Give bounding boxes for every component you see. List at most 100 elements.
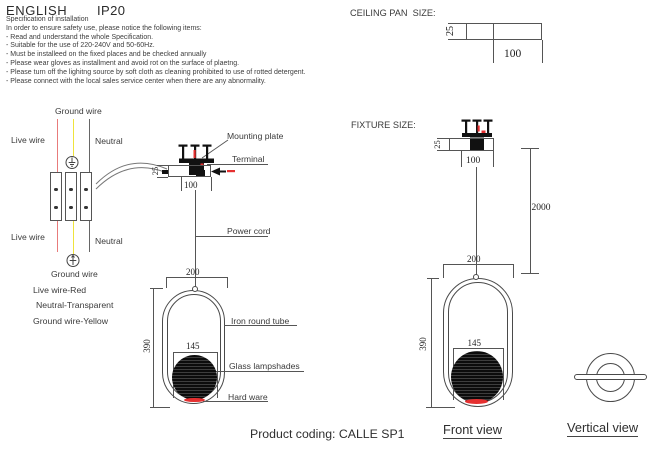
dim-line: [452, 348, 503, 349]
dim-ring-width: 200: [467, 253, 481, 264]
red-wire-mark: [481, 130, 486, 133]
dim-ring-height: 390: [418, 337, 428, 351]
vertical-view-ring-edge: [574, 374, 647, 380]
terminal-screw-dot: [69, 187, 73, 191]
hardware-red-cap: [464, 398, 488, 404]
pan-clip: [161, 169, 168, 174]
dim-ext-line: [437, 150, 449, 152]
neutral-top-label: Neutral: [95, 136, 123, 146]
terminal-screw-dot: [84, 187, 88, 191]
terminal-leader-line: [207, 163, 268, 165]
dim-pan-height: 25: [150, 166, 160, 176]
terminal-screw-dot: [54, 187, 58, 191]
hardware-red-cap: [183, 397, 205, 402]
ceiling-pan-drawing: [466, 22, 542, 40]
fixture-pan-side-view: [449, 138, 494, 151]
terminal-label: Terminal: [232, 154, 265, 164]
power-cord-label: Power cord: [227, 226, 271, 236]
cord-connector: [473, 274, 479, 280]
terminal-screw-dot: [69, 205, 73, 209]
glass-lampshades-label: Glass lampshades: [229, 360, 300, 371]
dim-pan-width: 100: [504, 48, 522, 60]
spec-item: - Must be installeed on the fixed places…: [6, 51, 207, 59]
dim-line: [173, 352, 218, 353]
live-wire-bottom-label: Live wire: [11, 232, 45, 242]
dim-ext-line: [427, 278, 439, 279]
ip-rating: IP20: [97, 3, 126, 18]
mounting-plate-label: Mounting plate: [227, 131, 284, 141]
screw-icon: [190, 144, 200, 147]
front-view-caption: Front view: [443, 422, 503, 439]
hard-ware-label: Hard ware: [228, 391, 268, 402]
spec-item: - Please turn off the lighitng source by…: [6, 68, 306, 76]
dim-line: [430, 278, 432, 407]
earth-ground-icon: [65, 155, 79, 170]
spec-intro: In order to ensure safety use, please no…: [6, 24, 202, 32]
cord-connector: [191, 286, 198, 292]
neutral-wire-line-bottom: [88, 221, 90, 252]
dim-ext-line: [210, 177, 212, 191]
dim-pan-width: 100: [184, 180, 198, 190]
spec-item: - Please connect with the local sales se…: [6, 77, 266, 85]
legend-ground: Ground wire-Yellow: [33, 315, 109, 326]
dim-ext-line: [150, 406, 170, 408]
dim-shade-width: 145: [186, 341, 200, 351]
dim-ext-line: [448, 22, 466, 24]
neutral-wire-line-top: [88, 119, 90, 172]
dim-ext-line: [157, 165, 168, 166]
live-wire-line-top: [56, 119, 58, 172]
dim-ext-line: [181, 177, 182, 191]
dim-line: [166, 276, 228, 278]
dim-ext-line: [227, 276, 228, 288]
ground-wire-bottom-label: Ground wire: [51, 269, 98, 279]
legend-neutral: Neutral-Transparent: [36, 300, 114, 311]
spec-item: - Read and understand the whole Specific…: [6, 33, 154, 41]
legend-live: Live wire-Red: [33, 285, 87, 295]
ground-wire-line-top: [72, 119, 74, 156]
wire-color-legend: Live wire-Red Neutral-Transparent Ground…: [33, 283, 113, 329]
red-wire-mark: [477, 125, 480, 132]
live-wire-line-bottom: [56, 221, 58, 252]
dim-tick: [521, 148, 539, 149]
power-cord-leader-line: [195, 236, 268, 237]
spec-text-block: Specification of installation In order t…: [6, 16, 351, 86]
dim-line: [153, 288, 154, 407]
product-coding: Product coding: CALLE SP1: [250, 427, 405, 441]
power-cord-line: [194, 190, 196, 290]
iron-tube-leader-line: [224, 325, 297, 326]
terminal-block-cell: [80, 172, 92, 221]
dim-ext-line: [502, 348, 504, 400]
terminal-screw-dot: [54, 205, 58, 209]
dim-ext-line: [426, 406, 455, 408]
vertical-view-caption: Vertical view: [567, 420, 639, 437]
dim-line: [529, 148, 531, 273]
ceiling-pan-size-title: CEILING PAN SIZE:: [350, 8, 436, 18]
dim-ring-height: 390: [142, 339, 152, 353]
live-wire-top-label: Live wire: [11, 135, 45, 145]
dim-pan-height: 25: [444, 26, 456, 36]
dim-tick: [521, 272, 539, 274]
fixture-size-title: FIXTURE SIZE:: [351, 120, 416, 130]
dim-line: [443, 264, 513, 265]
dim-pan-height: 25: [431, 140, 442, 149]
mounting-plate-leader-line: [201, 139, 229, 159]
dim-shade-width: 145: [467, 337, 482, 348]
glass-lampshade-sphere: [450, 350, 503, 403]
spec-item: - Suitable for the use of 220-240V and 5…: [6, 42, 155, 50]
dim-ext-line: [217, 352, 218, 398]
iron-round-tube-label: Iron round tube: [231, 315, 290, 326]
terminal-block-cell: [65, 172, 77, 221]
terminal-block-cell: [50, 172, 62, 221]
dim-pan-width: 100: [466, 155, 481, 166]
hardware-leader-line: [203, 401, 268, 402]
ground-wire-line-bottom: [72, 221, 74, 254]
mounting-plate-bar: [462, 133, 492, 137]
screw-icon: [472, 119, 482, 122]
dim-ext-line: [493, 40, 494, 63]
dim-ext-line: [166, 276, 167, 288]
dim-ext-line: [492, 151, 494, 167]
ceiling-pan-side-view: [168, 165, 211, 177]
glass-lampshade-sphere: [171, 355, 217, 400]
screw-icon: [483, 119, 493, 122]
screw-icon: [178, 144, 188, 147]
